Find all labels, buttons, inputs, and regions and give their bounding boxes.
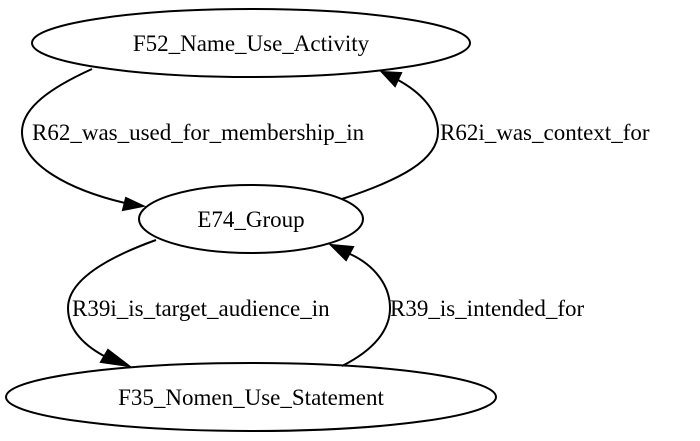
edge-r62i-label: R62i_was_context_for: [440, 120, 650, 145]
edge-r39i-arrowhead: [99, 348, 133, 368]
node-e74-ellipse: [138, 184, 364, 254]
edge-r39-label: R39_is_intended_for: [390, 296, 585, 321]
edge-r39i-label: R39i_is_target_audience_in: [72, 296, 330, 321]
edge-r39-arrowhead: [328, 243, 355, 262]
node-f52-label: F52_Name_Use_Activity: [133, 31, 370, 56]
node-f52-ellipse: [31, 8, 471, 78]
edge-r62-was-used-for-membership-in: R62_was_used_for_membership_in: [20, 68, 365, 212]
edge-r39i-is-target-audience-in: R39i_is_target_audience_in: [66, 239, 330, 368]
node-f52-name-use-activity: F52_Name_Use_Activity: [31, 8, 471, 78]
node-e74-label: E74_Group: [197, 207, 304, 232]
node-f35-ellipse: [5, 362, 497, 432]
edge-r62-line: [20, 68, 126, 204]
node-e74-group: E74_Group: [138, 184, 364, 254]
edge-r62-arrowhead: [121, 196, 147, 212]
node-f35-label: F35_Nomen_Use_Statement: [118, 385, 384, 410]
edge-r39-line: [341, 253, 392, 367]
edge-r62-label: R62_was_used_for_membership_in: [32, 120, 365, 145]
edge-r62i-line: [341, 79, 440, 200]
edge-r39i-line: [66, 239, 157, 357]
edge-r62i-arrowhead: [379, 70, 403, 88]
edge-r39-is-intended-for: R39_is_intended_for: [328, 243, 585, 367]
edge-r62i-was-context-for: R62i_was_context_for: [341, 70, 650, 200]
node-f35-nomen-use-statement: F35_Nomen_Use_Statement: [5, 362, 497, 432]
